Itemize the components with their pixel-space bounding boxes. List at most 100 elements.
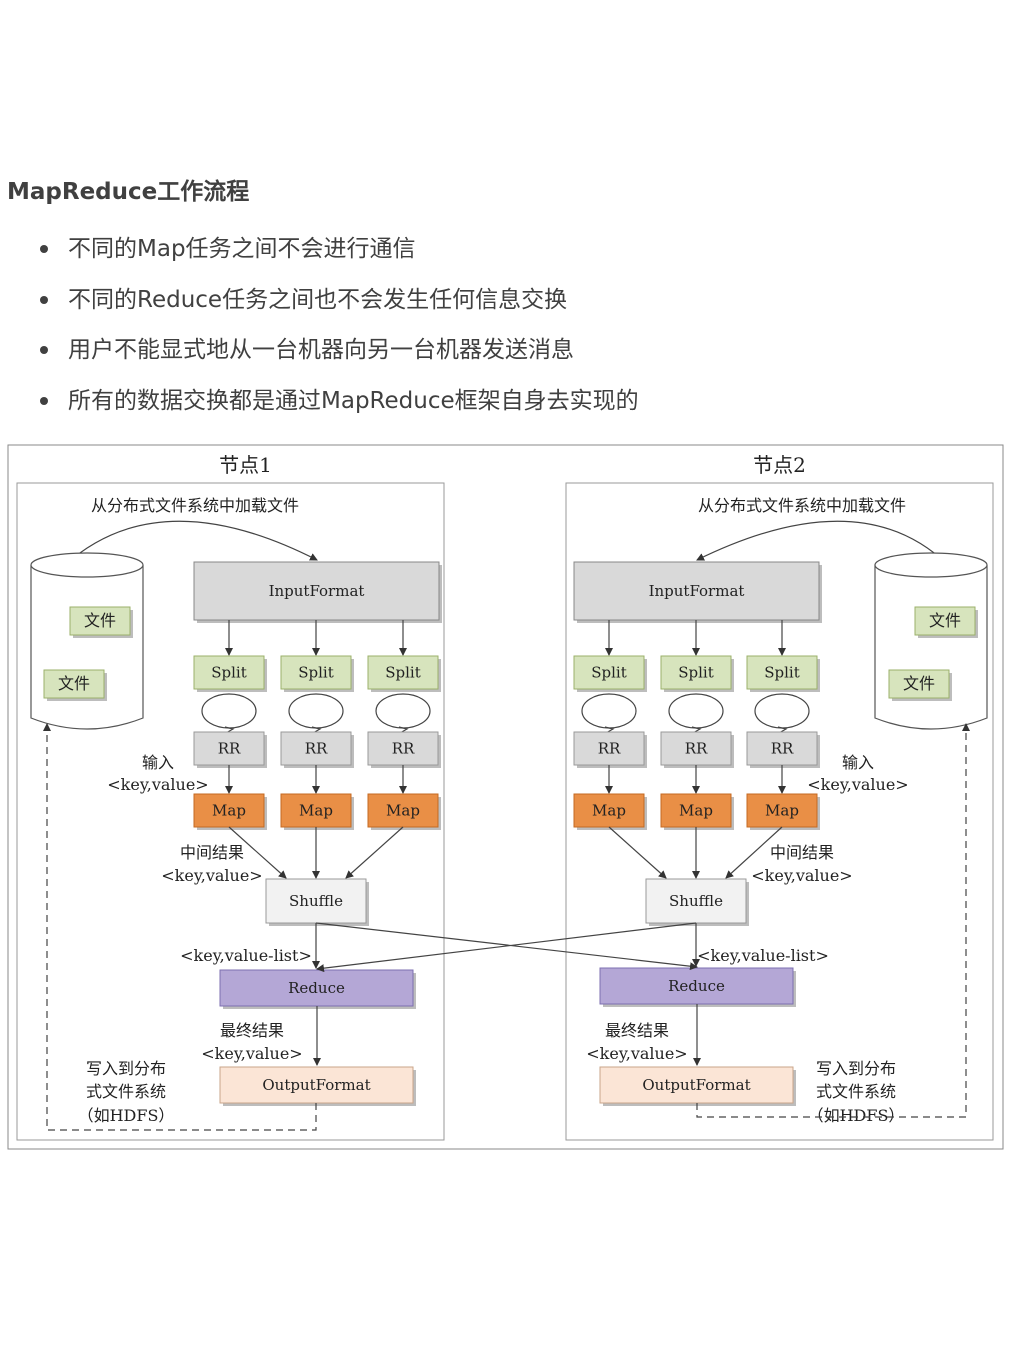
- node2-input-label: 输入: [842, 753, 874, 772]
- node2-file-1-label: 文件: [929, 611, 961, 630]
- box-rect: [660, 731, 732, 766]
- node2-kv-list: <key,value-list>: [697, 946, 829, 965]
- node2-split-rr-loop: [668, 693, 724, 729]
- bullet-dot-icon: [40, 295, 48, 304]
- node1-shuffle-label: Shuffle: [289, 892, 343, 910]
- node2-map-1: Map: [573, 793, 647, 830]
- node2-write-back-arrow: [696, 723, 970, 1118]
- box-rect: [660, 655, 732, 690]
- node1-label: 节点1: [219, 453, 272, 477]
- node1-input-label: 输入: [142, 753, 174, 772]
- node1-rr-2: RR: [280, 731, 354, 768]
- node1-split-3: Split: [367, 655, 441, 692]
- node1-write-3: （如HDFS）: [78, 1106, 175, 1125]
- bullet-dot-icon: [40, 346, 48, 354]
- box-rect: [645, 878, 747, 924]
- node2-map-2-label: Map: [679, 802, 713, 820]
- node2-rr-3: RR: [746, 731, 820, 768]
- node1-write-2: 式文件系统: [86, 1082, 166, 1101]
- node1-map-shuffle-arrow: [228, 826, 287, 879]
- node1-final-label: 最终结果: [220, 1021, 284, 1040]
- box-rect: [219, 969, 414, 1007]
- shuffle1-to-reduce2-arrow: [315, 922, 698, 971]
- box-rect: [573, 561, 820, 621]
- box-rect: [193, 793, 265, 828]
- box-rect: [193, 731, 265, 766]
- node2-write-1: 写入到分布: [816, 1059, 896, 1078]
- node1-split-2-label: Split: [298, 664, 334, 682]
- node2-final-label: 最终结果: [605, 1021, 669, 1040]
- node2-split-3-label: Split: [764, 664, 800, 682]
- box-rect: [367, 655, 439, 690]
- cylinder-body: [30, 565, 144, 730]
- bullet-text: 不同的Reduce任务之间也不会发生任何信息交换: [68, 286, 568, 313]
- bullet-dot-icon: [40, 245, 48, 253]
- node1-map-1-label: Map: [212, 802, 246, 820]
- node2-outputformat: OutputFormat: [599, 1066, 796, 1106]
- node1-split-rr-loop: [375, 693, 431, 729]
- node2-rr-2-label: RR: [685, 740, 708, 758]
- box-rect: [43, 669, 105, 699]
- node2-split-2: Split: [660, 655, 734, 692]
- bullet-item: 用户不能显式地从一台机器向另一台机器发送消息: [40, 331, 639, 382]
- box-rect: [193, 655, 265, 690]
- node2-write-2: 式文件系统: [816, 1082, 896, 1101]
- node1-rr-2-label: RR: [305, 740, 328, 758]
- node1-split-rr-loop: [288, 693, 344, 729]
- box-rect: [599, 967, 794, 1005]
- node2-label: 节点2: [753, 453, 806, 477]
- box-rect: [660, 793, 732, 828]
- node2-rr-2: RR: [660, 731, 734, 768]
- node2-split-2-label: Split: [678, 664, 714, 682]
- bullet-list: 不同的Map任务之间不会进行通信 不同的Reduce任务之间也不会发生任何信息交…: [40, 230, 639, 432]
- bullet-item: 不同的Reduce任务之间也不会发生任何信息交换: [40, 281, 639, 332]
- node1-file-2: 文件: [43, 669, 107, 701]
- node2-reduce-label: Reduce: [668, 977, 725, 995]
- node1-intermediate-kv: <key,value>: [161, 866, 262, 885]
- node1-reduce: Reduce: [219, 969, 416, 1009]
- node2-file-1: 文件: [914, 606, 978, 638]
- node1-intermediate-label: 中间结果: [180, 843, 244, 862]
- node2-rr-1: RR: [573, 731, 647, 768]
- bullet-dot-icon: [40, 396, 48, 405]
- box-rect: [265, 878, 367, 924]
- node2-rr-1-label: RR: [598, 740, 621, 758]
- node1-map-1: Map: [193, 793, 267, 830]
- node1-file-1: 文件: [69, 606, 133, 638]
- box-rect: [69, 606, 131, 636]
- node1-map-3: Map: [367, 793, 441, 830]
- node2-map-3: Map: [746, 793, 820, 830]
- node2-reduce: Reduce: [599, 967, 796, 1007]
- node2-split-1: Split: [573, 655, 647, 692]
- node2-final-kv: <key,value>: [586, 1044, 687, 1063]
- node1-load-arrow: [64, 520, 318, 566]
- node2-map-shuffle-arrow: [725, 826, 783, 879]
- shuffle2-to-reduce1-arrow: [316, 922, 697, 973]
- bullet-text: 不同的Map任务之间不会进行通信: [68, 236, 416, 262]
- node2-split-3: Split: [746, 655, 820, 692]
- node1-final-kv: <key,value>: [201, 1044, 302, 1063]
- box-rect: [280, 793, 352, 828]
- node1-split-1: Split: [193, 655, 267, 692]
- node1-outputformat-label: OutputFormat: [262, 1076, 370, 1094]
- node1-reduce-label: Reduce: [288, 979, 345, 997]
- node2-shuffle-label: Shuffle: [669, 892, 723, 910]
- node2-outputformat-label: OutputFormat: [642, 1076, 750, 1094]
- node1-write-1: 写入到分布: [86, 1059, 166, 1078]
- node2-inputformat: InputFormat: [573, 561, 822, 623]
- box-rect: [573, 731, 645, 766]
- node2-write-3: （如HDFS）: [808, 1106, 905, 1125]
- bullet-item: 所有的数据交换都是通过MapReduce框架自身去实现的: [40, 382, 639, 433]
- node1-inputformat: InputFormat: [193, 561, 442, 623]
- node2-file-2: 文件: [888, 669, 952, 701]
- cylinder-top: [30, 552, 144, 578]
- node2-split-rr-loop: [754, 693, 810, 729]
- node1-rr-1-label: RR: [218, 740, 241, 758]
- node1-split-2: Split: [280, 655, 354, 692]
- page-title: MapReduce工作流程: [7, 179, 250, 205]
- bullet-text: 用户不能显式地从一台机器向另一台机器发送消息: [68, 337, 574, 363]
- node1-outputformat: OutputFormat: [219, 1066, 416, 1106]
- node2-inputformat-label: InputFormat: [649, 582, 745, 600]
- node1-rr-3-label: RR: [392, 740, 415, 758]
